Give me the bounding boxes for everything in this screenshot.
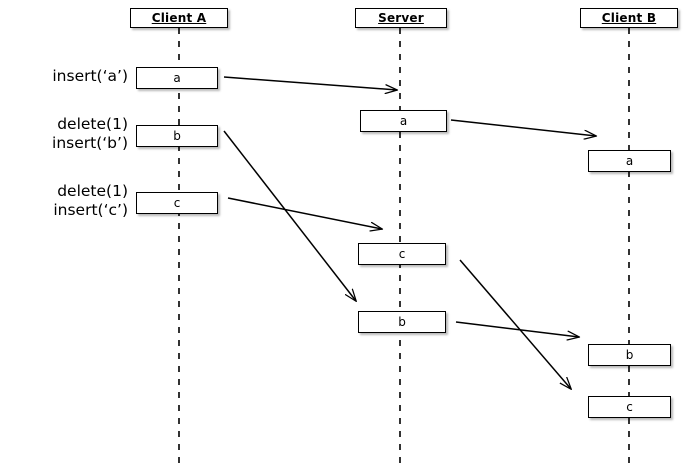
lifeline-header-client-b[interactable]: Client B	[580, 8, 678, 28]
event-box-label: b	[173, 129, 181, 143]
event-box-label: c	[173, 196, 181, 210]
event-box-label: c	[626, 400, 633, 414]
event-box-ca-b[interactable]: b	[136, 125, 218, 147]
lifeline-header-server[interactable]: Server	[355, 8, 447, 28]
operation-label-line: insert(‘c’)	[53, 201, 128, 220]
event-box-cb-c[interactable]: c	[588, 396, 671, 418]
event-box-label: b	[398, 315, 406, 329]
msg-ca-b-to-server[interactable]	[223, 130, 356, 301]
event-box-sv-c[interactable]: c	[358, 243, 446, 265]
msg-server-b-to-cb[interactable]	[455, 321, 579, 337]
event-box-ca-a[interactable]: a	[136, 67, 218, 89]
operation-label-line: insert(‘b’)	[52, 134, 128, 153]
operation-label-op-a: insert(‘a’)	[0, 67, 128, 86]
event-box-label: c	[398, 247, 406, 261]
lifeline-header-client-a[interactable]: Client A	[130, 8, 228, 28]
operation-label-line: delete(1)	[57, 115, 128, 133]
lifeline-header-label: Server	[378, 11, 424, 25]
operation-label-op-b: delete(1)insert(‘b’)	[0, 115, 128, 154]
event-box-label: a	[399, 114, 408, 128]
event-box-cb-a[interactable]: a	[588, 150, 671, 172]
event-box-cb-b[interactable]: b	[588, 344, 671, 366]
event-box-sv-b[interactable]: b	[358, 311, 446, 333]
operation-label-op-c: delete(1)insert(‘c’)	[0, 182, 128, 221]
event-box-label: b	[625, 348, 634, 362]
event-box-label: a	[173, 71, 181, 85]
msg-ca-c-to-server[interactable]	[227, 197, 382, 229]
lifeline-header-label: Client B	[601, 11, 657, 25]
lifeline-header-label: Client A	[151, 11, 207, 25]
msg-ca-a-to-server[interactable]	[223, 76, 397, 90]
event-box-sv-a[interactable]: a	[360, 110, 447, 132]
msg-server-c-to-cb[interactable]	[459, 259, 571, 389]
msg-server-a-to-cb[interactable]	[450, 119, 596, 136]
operation-label-line: delete(1)	[57, 182, 128, 200]
event-box-label: a	[625, 154, 634, 168]
operation-label-line: insert(‘a’)	[52, 67, 128, 85]
event-box-ca-c[interactable]: c	[136, 192, 218, 214]
